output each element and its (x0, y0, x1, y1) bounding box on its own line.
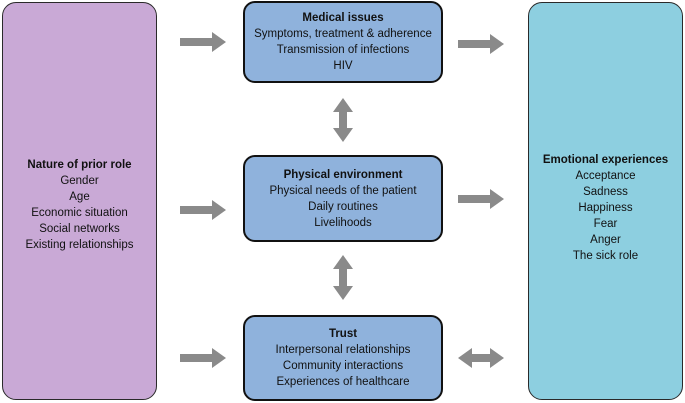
trust-item-community: Community interactions (282, 360, 404, 372)
physical-item-livelihoods: Livelihoods (314, 216, 372, 229)
double-arrow-trust-right-icon (458, 348, 504, 368)
left-item-existing-relationships: Existing relationships (25, 239, 134, 251)
arrow-left-to-physical-icon (180, 200, 226, 220)
right-item-acceptance: Acceptance (575, 170, 636, 182)
physical-environment-box: Physical environment Physical needs of t… (243, 155, 443, 242)
emotional-experiences-title: Emotional experiences (542, 154, 669, 166)
double-arrow-medical-physical-icon (333, 98, 353, 142)
arrow-physical-to-right-icon (458, 189, 504, 209)
nature-of-prior-role-title: Nature of prior role (27, 159, 132, 171)
medical-item-hiv: HIV (333, 60, 353, 72)
physical-item-routines: Daily routines (308, 200, 378, 213)
trust-item-interpersonal: Interpersonal relationships (275, 344, 411, 356)
physical-item-needs: Physical needs of the patient (269, 184, 417, 197)
emotional-experiences-box: Emotional experiences Acceptance Sadness… (528, 2, 683, 400)
arrow-left-to-medical-icon (180, 32, 226, 52)
right-item-happiness: Happiness (578, 202, 633, 214)
physical-environment-title: Physical environment (283, 168, 403, 181)
arrow-medical-to-right-icon (458, 34, 504, 54)
medical-item-symptoms: Symptoms, treatment & adherence (254, 28, 432, 40)
right-item-anger: Anger (590, 234, 621, 246)
right-item-sick-role: The sick role (572, 250, 639, 262)
trust-title: Trust (328, 328, 358, 340)
nature-of-prior-role-box: Nature of prior role Gender Age Economic… (2, 2, 157, 400)
arrow-left-to-trust-icon (180, 348, 226, 368)
trust-box: Trust Interpersonal relationships Commun… (243, 315, 443, 401)
double-arrow-physical-trust-icon (333, 255, 353, 300)
medical-issues-title: Medical issues (302, 12, 384, 24)
left-item-social-networks: Social networks (39, 223, 120, 235)
right-item-sadness: Sadness (583, 186, 628, 198)
left-item-economic-situation: Economic situation (31, 207, 128, 219)
medical-item-transmission: Transmission of infections (276, 44, 410, 56)
right-item-fear: Fear (593, 218, 618, 230)
left-item-age: Age (69, 191, 90, 203)
left-item-gender: Gender (60, 175, 99, 187)
medical-issues-box: Medical issues Symptoms, treatment & adh… (243, 1, 443, 83)
trust-item-healthcare: Experiences of healthcare (276, 376, 410, 388)
